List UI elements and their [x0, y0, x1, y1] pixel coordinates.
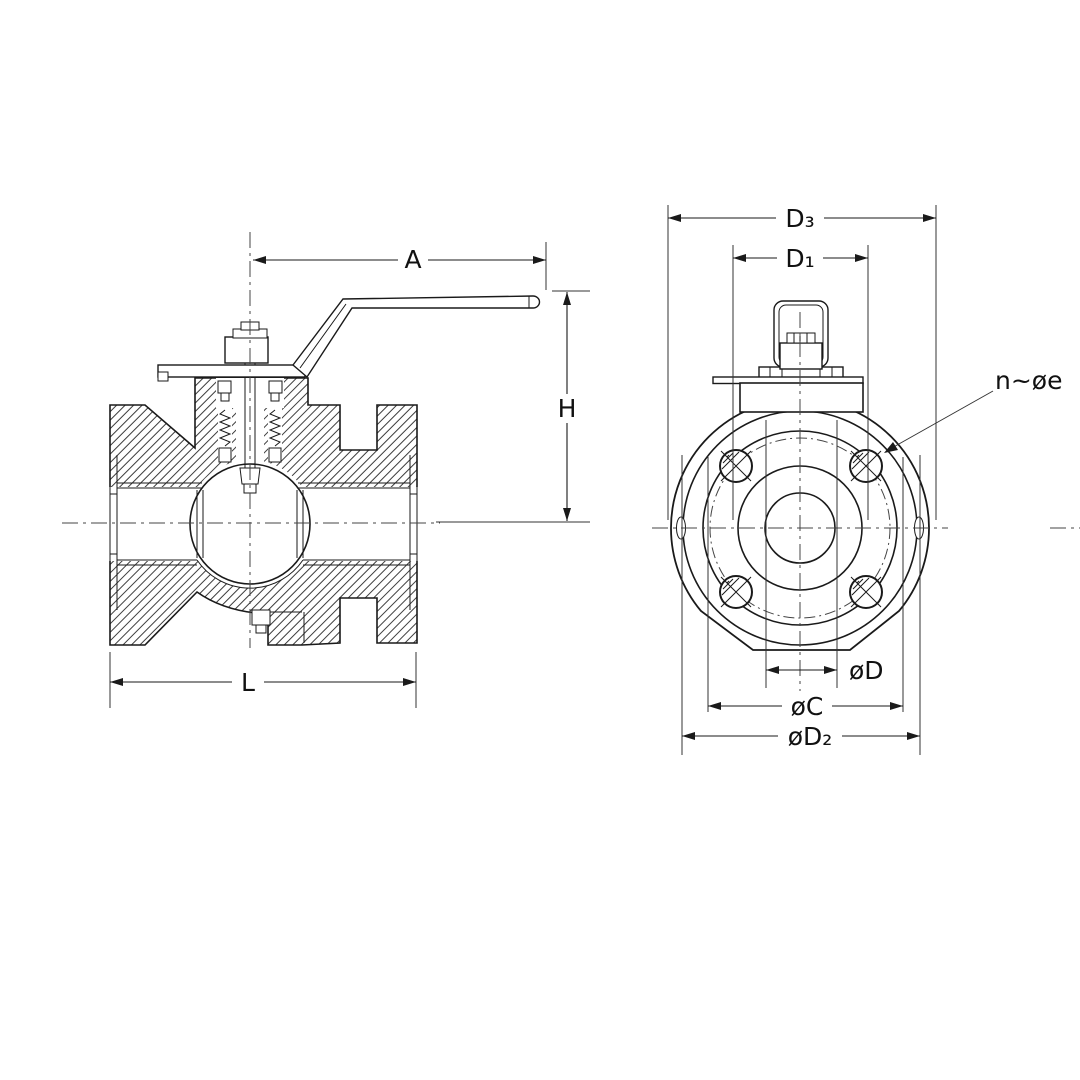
bolt-hole	[849, 575, 883, 609]
bolt-holes	[719, 449, 883, 609]
gland-block	[739, 382, 864, 413]
dimension-D3-label: D₃	[785, 204, 814, 233]
mounting-plate	[157, 364, 306, 378]
stem-block	[224, 336, 269, 364]
handle-inner-line	[299, 296, 530, 369]
dimension-dC: øC	[707, 457, 904, 721]
plate-lip	[157, 371, 169, 382]
dimension-H: H	[436, 290, 590, 523]
gland-bush-left	[217, 380, 232, 394]
dimension-D3: D₃	[667, 203, 937, 520]
spring-right	[268, 409, 282, 447]
dimension-dD2: øD₂	[681, 455, 921, 755]
bottom-trunnion-step	[255, 624, 267, 634]
follower-right	[268, 447, 282, 463]
dimension-D1: D₁	[732, 244, 869, 520]
dimension-A-label: A	[404, 245, 421, 274]
bolt-hole	[719, 575, 753, 609]
seat-rings	[196, 490, 304, 558]
stem-step-ticks	[769, 367, 833, 379]
section-view	[62, 232, 541, 648]
bolt-hole	[849, 449, 883, 483]
dimension-D1-label: D₁	[785, 244, 814, 273]
dimension-H-label: H	[558, 394, 577, 423]
bottom-trunnion	[251, 609, 271, 626]
stem-block-end	[779, 342, 823, 370]
dimension-L: L	[109, 652, 417, 708]
bolt-hole	[719, 449, 753, 483]
packing-left	[220, 392, 230, 402]
follower-left	[218, 447, 232, 463]
front-top-stack	[712, 300, 864, 413]
dimension-A: A	[253, 242, 547, 290]
flange-face-left	[109, 405, 118, 645]
bore-liner-lines	[117, 482, 410, 566]
bottom-boss-seams	[268, 611, 305, 643]
dimensions: A H L D₃	[109, 203, 1062, 755]
handle-lever	[292, 295, 541, 379]
spring-left	[218, 409, 232, 447]
gland-bush-right	[268, 380, 283, 394]
dimension-dD: øD	[765, 420, 884, 688]
dimension-L-label: L	[241, 668, 255, 697]
bolt-note-label: n~øe	[995, 366, 1062, 395]
dimension-dD2-label: øD₂	[788, 722, 833, 751]
stem-tabs	[786, 332, 816, 344]
dimension-dD-label: øD	[849, 656, 884, 685]
front-view	[652, 300, 1080, 692]
dimension-dC-label: øC	[791, 692, 824, 721]
packing-right	[270, 392, 280, 402]
bolt-hole-callout: n~øe	[884, 366, 1062, 453]
flange-face-right	[409, 405, 418, 643]
